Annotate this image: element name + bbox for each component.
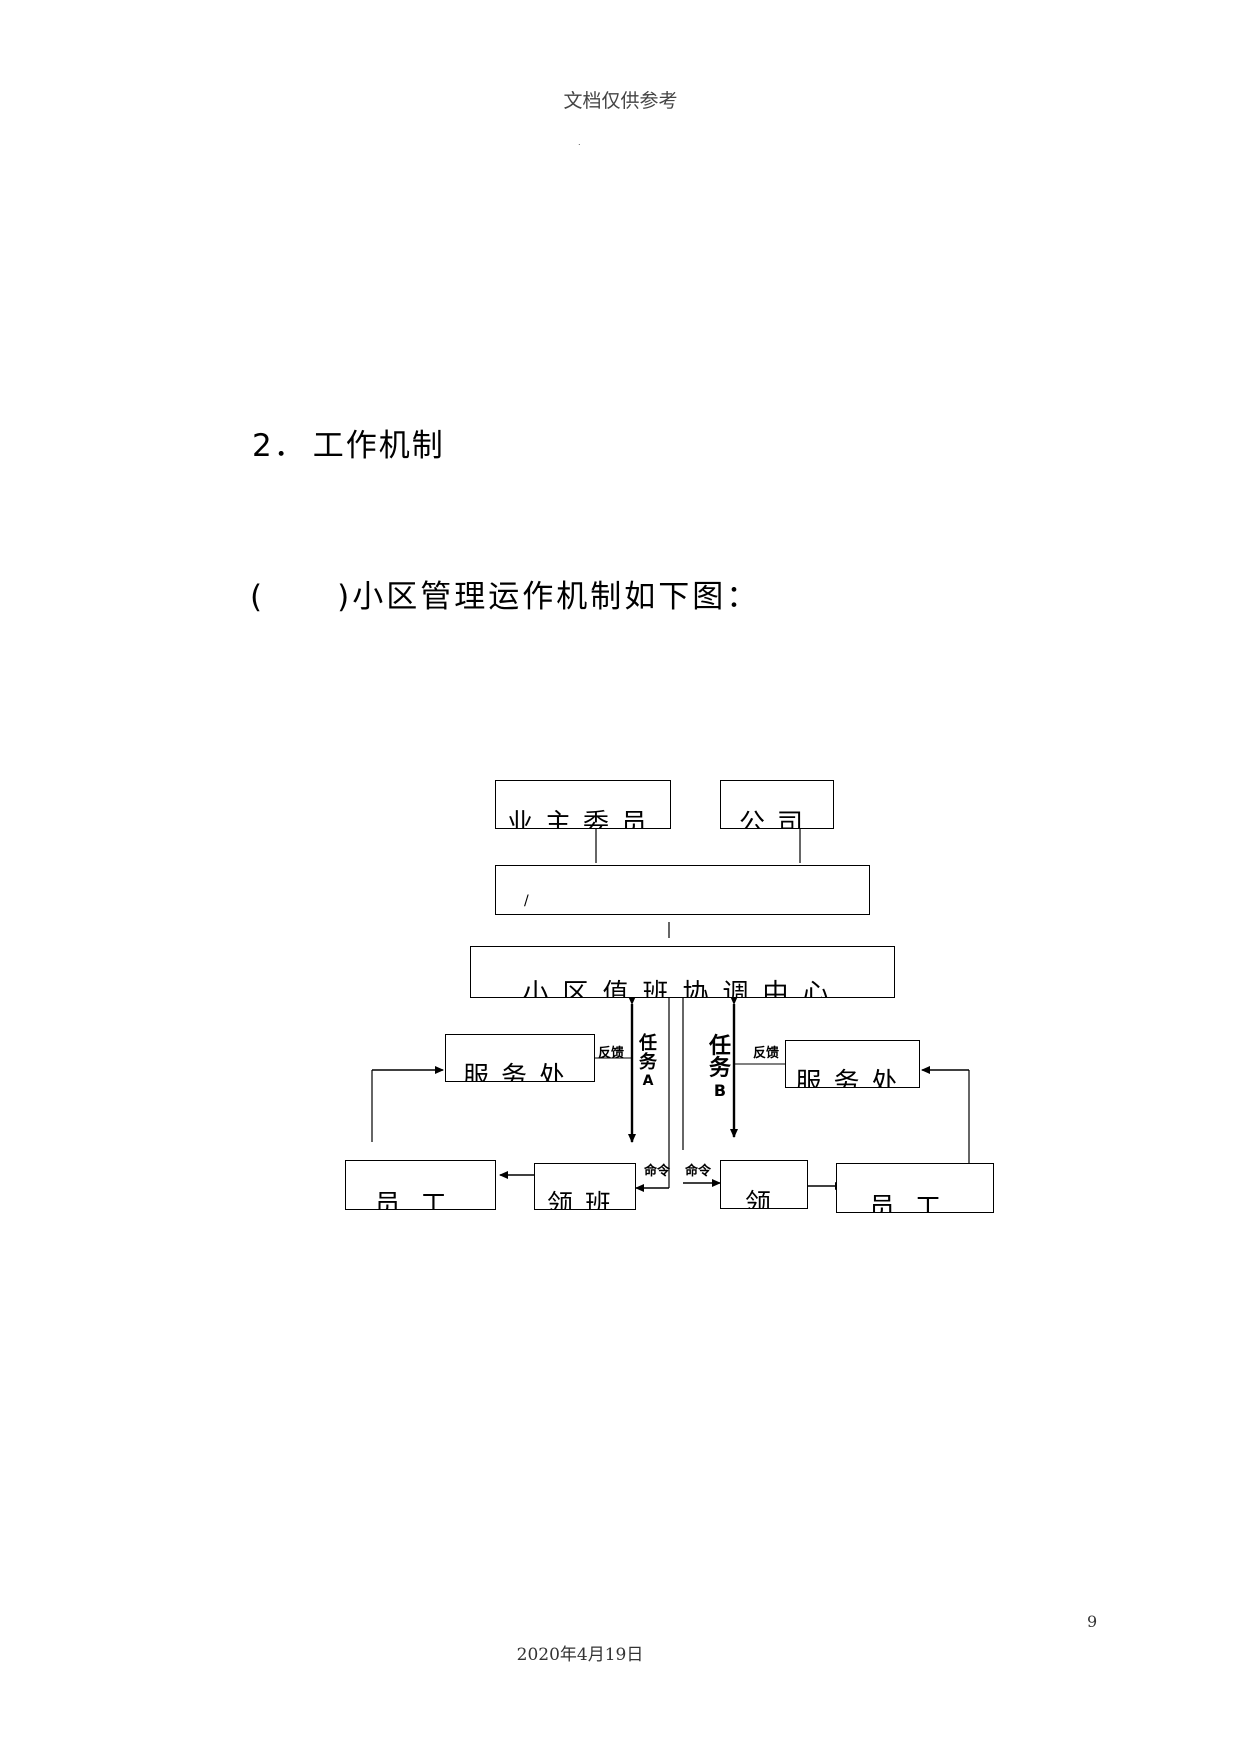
command-left-label: 命令 — [644, 1164, 671, 1179]
section-heading: 2．工作机制 — [252, 420, 445, 465]
duty-center-box: 小区值班协调中心 — [470, 946, 895, 998]
caption-text: 小区管理运作机制如下图： — [352, 579, 761, 615]
owners-committee-box: 业主委员 — [495, 780, 671, 829]
owners-committee-label: 业主委员 — [506, 809, 659, 829]
staff-right-label: 员工 — [868, 1193, 961, 1213]
team-leader-left-label: 领班 — [546, 1190, 623, 1210]
page-header: 文档仅供参考 — [563, 90, 678, 112]
company-label: 公司 — [738, 809, 815, 829]
service-office-left-label: 服务处 — [462, 1062, 577, 1082]
command-right-label: 命令 — [685, 1164, 712, 1179]
caption-open-paren: ( — [250, 579, 266, 615]
task-b-letter: B — [713, 1081, 727, 1100]
staff-right-box: 员工 — [836, 1163, 994, 1213]
task-a-char-2: 务 — [639, 1052, 657, 1073]
header-mark: . — [578, 138, 581, 147]
task-b-label: 任 务 B — [707, 1036, 733, 1102]
diagram-caption: ()小区管理运作机制如下图： — [250, 571, 760, 616]
task-a-char-1: 任 — [639, 1033, 657, 1054]
section-title: 工作机制 — [312, 428, 445, 464]
caption-close-paren: ) — [337, 579, 353, 615]
feedback-right-label: 反馈 — [753, 1046, 780, 1061]
management-box: / — [495, 865, 870, 915]
team-leader-right-box: 领 — [720, 1160, 808, 1209]
service-office-right-label: 服务处 — [795, 1068, 910, 1088]
task-a-label: 任 务 A — [637, 1034, 659, 1091]
task-a-letter: A — [642, 1073, 654, 1089]
feedback-left-label: 反馈 — [598, 1046, 625, 1061]
team-leader-left-box: 领班 — [534, 1163, 636, 1210]
service-office-right-box: 服务处 — [785, 1040, 920, 1088]
staff-left-label: 员工 — [374, 1190, 467, 1210]
task-b-char-2: 务 — [708, 1056, 731, 1081]
staff-left-box: 员工 — [345, 1160, 496, 1210]
task-b-char-1: 任 — [708, 1034, 731, 1059]
footer-date: 2020年4月19日 — [516, 1645, 644, 1665]
section-number: 2． — [252, 428, 307, 464]
company-box: 公司 — [720, 780, 834, 829]
service-office-left-box: 服务处 — [445, 1034, 595, 1082]
management-label: / — [524, 893, 541, 909]
page-number: 9 — [1087, 1612, 1098, 1631]
duty-center-label: 小区值班协调中心 — [522, 979, 843, 998]
team-leader-right-label: 领 — [744, 1189, 783, 1209]
